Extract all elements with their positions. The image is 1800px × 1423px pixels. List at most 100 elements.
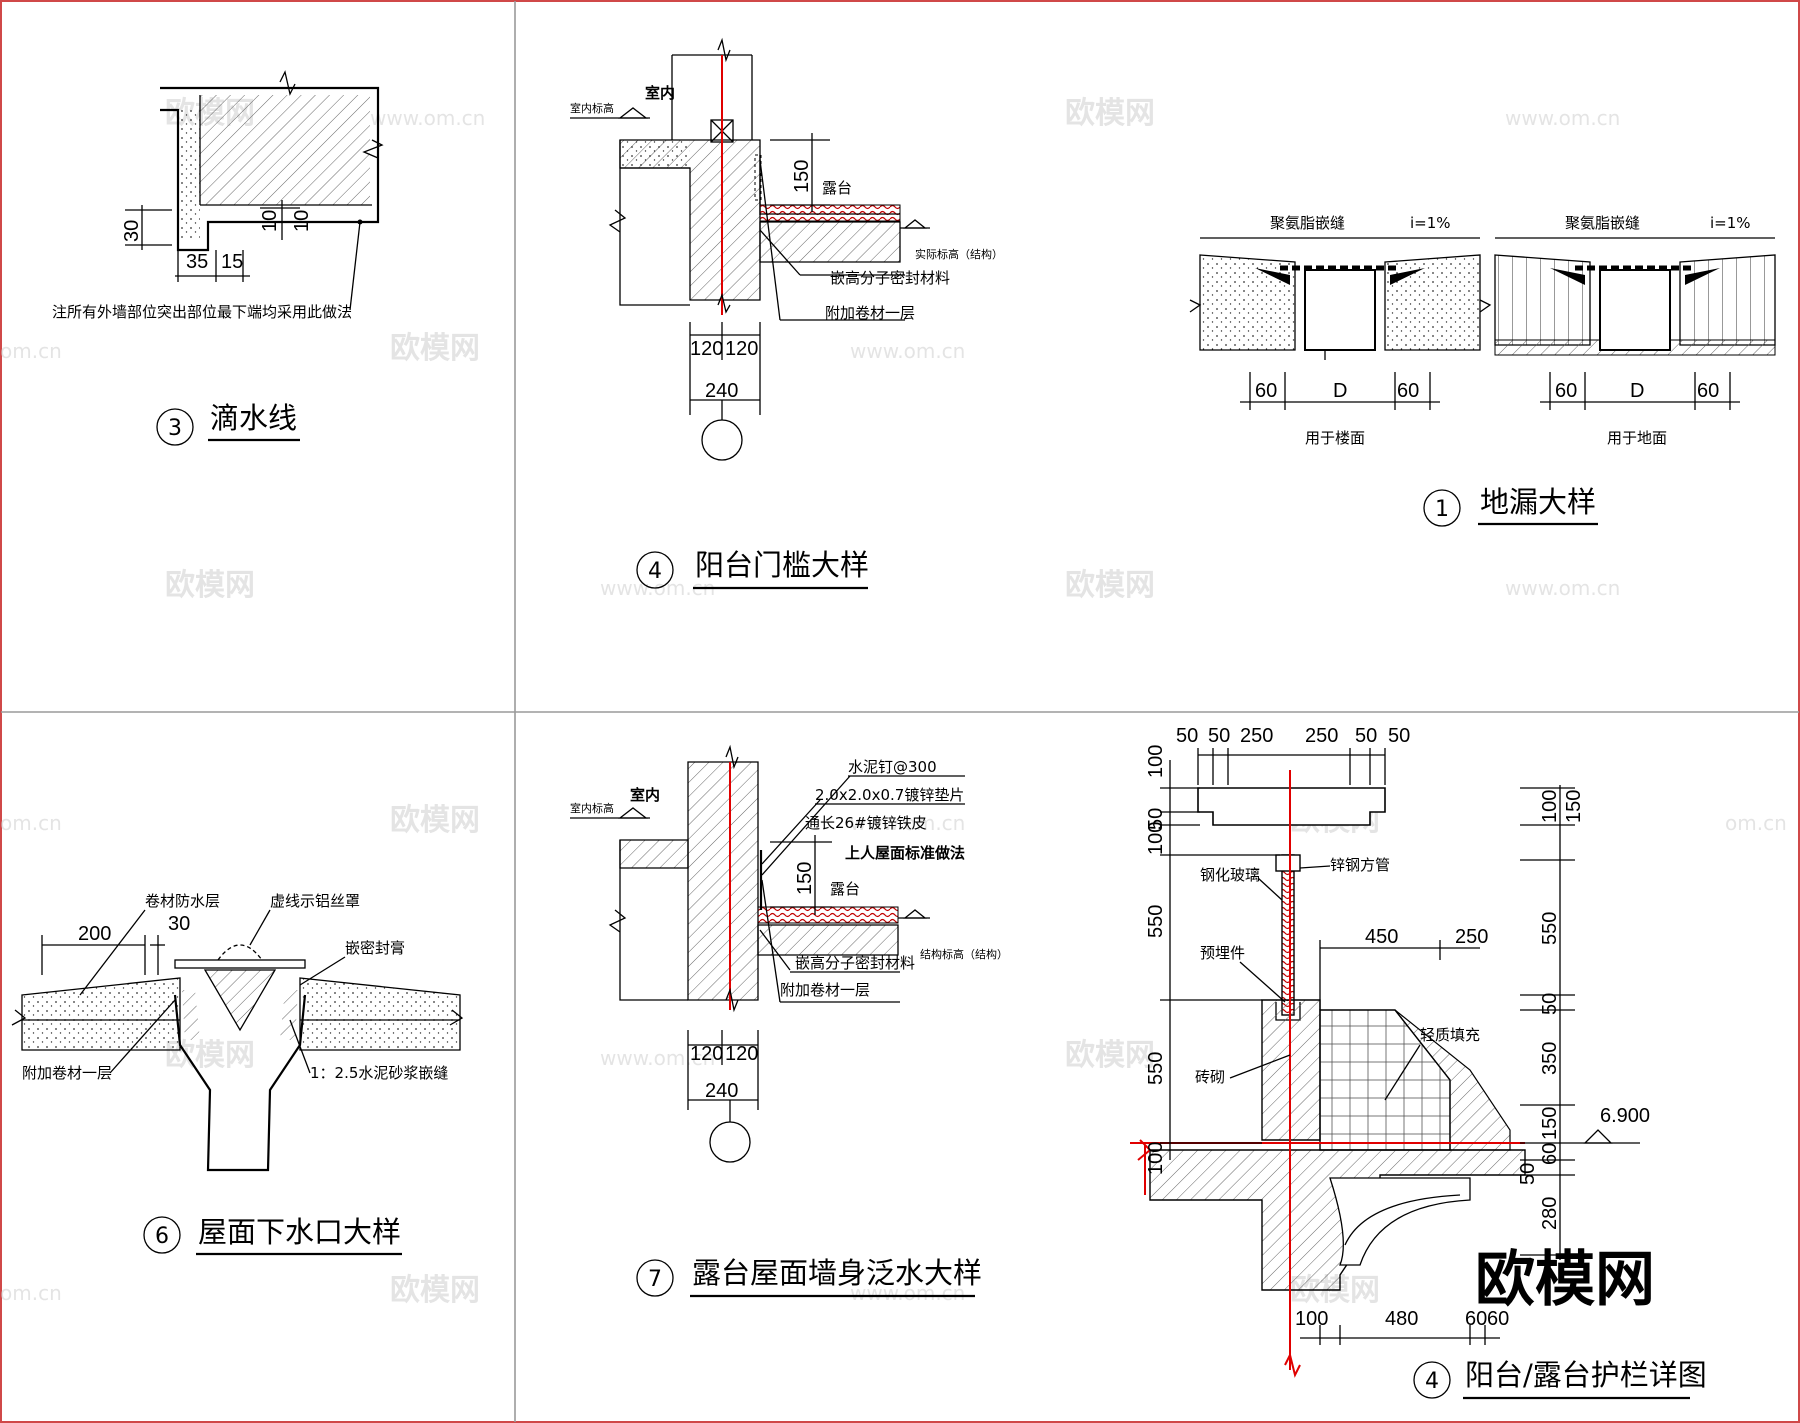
drip-dim-15: 15: [221, 251, 243, 273]
floor-drain-slab-left: 聚氨脂嵌缝 i=1% 60 D 60 用于楼面: [1189, 214, 1492, 447]
svg-text:欧模网: 欧模网: [390, 803, 480, 838]
brand-logo: 欧模网: [1475, 1245, 1655, 1315]
floor-drain-left-D: D: [1333, 380, 1347, 402]
rail-bottom-dim-2: 480: [1385, 1308, 1418, 1330]
drip-note: 注所有外墙部位突出部位最下端均采用此做法: [52, 303, 352, 321]
rail-right-dim-8: 50: [1517, 1163, 1539, 1185]
detail-floor-drain: 聚氨脂嵌缝 i=1% 60 D 60 用于楼面 聚氨脂嵌缝 i=1%: [1189, 214, 1776, 527]
svg-text:om.cn: om.cn: [0, 1281, 62, 1305]
roof-dim-200: 200: [78, 923, 111, 945]
rail-glass-label: 钢化玻璃: [1200, 866, 1260, 884]
drip-dim-10a: 10: [259, 210, 281, 232]
floor-drain-right-D: D: [1630, 380, 1644, 402]
svg-text:www.om.cn: www.om.cn: [1505, 106, 1620, 130]
svg-text:www.om.cn: www.om.cn: [850, 1281, 965, 1305]
svg-text:www.om.cn: www.om.cn: [370, 106, 485, 130]
floor-drain-right-use: 用于地面: [1607, 429, 1667, 447]
flash-dim-150: 150: [794, 862, 816, 895]
rail-right-dim-4: 50: [1539, 993, 1561, 1015]
svg-text:欧模网: 欧模网: [1065, 1038, 1155, 1073]
flash-strip-label: 通长26#镀锌铁皮: [805, 814, 927, 832]
rail-mid-dim-450: 450: [1365, 926, 1398, 948]
floor-drain-right-slope: i=1%: [1710, 214, 1751, 232]
sill-dim-240: 240: [705, 380, 738, 402]
drip-dim-35: 35: [186, 251, 208, 273]
floor-drain-right-d60a: 60: [1555, 380, 1577, 402]
rail-top-dim-3: 250: [1240, 725, 1273, 747]
floor-drain-left-slope: i=1%: [1410, 214, 1451, 232]
svg-text:欧模网: 欧模网: [1065, 568, 1155, 603]
roof-membrane-label: 卷材防水层: [145, 892, 220, 910]
detail-door-sill: 150 露台 室内 室内标高 实际标高（结构） 嵌高分子密封材料 附加卷材一层 …: [570, 37, 1003, 590]
rail-top-dim-2: 50: [1208, 725, 1230, 747]
svg-text:www.om.cn: www.om.cn: [850, 811, 965, 835]
sill-structure-level: 实际标高（结构）: [915, 247, 1003, 261]
flash-indoor-level: 室内标高: [570, 801, 614, 815]
rail-left-dim-1: 100: [1145, 745, 1167, 778]
floor-drain-detail-number-text: 1: [1435, 497, 1449, 522]
sill-title: 阳台门槛大样: [695, 548, 869, 582]
sill-dim-120b: 120: [725, 338, 758, 360]
rail-right-dim-9: 280: [1539, 1197, 1561, 1230]
sill-indoor-level: 室内标高: [570, 101, 614, 115]
rail-left-dim-6: 100: [1145, 1142, 1167, 1175]
floor-drain-left-d60b: 60: [1397, 380, 1419, 402]
svg-text:om.cn: om.cn: [0, 811, 62, 835]
floor-drain-left-d60a: 60: [1255, 380, 1277, 402]
svg-text:欧模网: 欧模网: [390, 1273, 480, 1308]
rail-left-dim-4: 550: [1145, 905, 1167, 938]
flash-indoor-label: 室内: [630, 786, 660, 804]
floor-drain-title: 地漏大样: [1480, 485, 1596, 519]
detail-wall-flashing: 150 露台 室内 室内标高 水泥钉@300 2.0x2.0x0.7镀锌垫片 通…: [570, 744, 1008, 1298]
detail-roof-outlet: 200 30 卷材防水层 虚线示铝丝罩 嵌密封膏 附加卷材一层 1：2.5水泥砂…: [11, 892, 464, 1256]
flash-sealant-label: 嵌高分子密封材料: [795, 954, 915, 972]
sill-detail-number-text: 4: [648, 559, 662, 584]
railing-detail-number: [1413, 1361, 1451, 1399]
roof-mortar-label: 1：2.5水泥砂浆嵌缝: [310, 1064, 448, 1082]
svg-text:om.cn: om.cn: [1725, 811, 1787, 835]
rail-bottom-dim-3: 60: [1465, 1308, 1487, 1330]
sill-sealant-label: 嵌高分子密封材料: [830, 269, 950, 287]
sill-dim-150: 150: [791, 160, 813, 193]
floor-drain-slab-right: 聚氨脂嵌缝 i=1% 60 D 60 用于地面: [1494, 214, 1776, 447]
rail-bottom-dim-4: 60: [1487, 1308, 1509, 1330]
drip-detail-number-text: 3: [168, 416, 182, 441]
rail-brick-label: 砖砌: [1195, 1068, 1225, 1086]
roof-outlet-detail-number-text: 6: [155, 1224, 169, 1249]
sill-membrane-label: 附加卷材一层: [825, 304, 915, 322]
rail-right-dim-6: 150: [1539, 1107, 1561, 1140]
floor-drain-left-use: 用于楼面: [1305, 429, 1365, 447]
svg-text:www.om.cn: www.om.cn: [1505, 576, 1620, 600]
rail-right-dim-5: 350: [1539, 1042, 1561, 1075]
svg-text:欧模网: 欧模网: [165, 568, 255, 603]
sill-dim-120a: 120: [690, 338, 723, 360]
flashing-detail-number-text: 7: [648, 1267, 662, 1292]
sill-terrace-label: 露台: [822, 179, 852, 197]
rail-right-dim-2: 150: [1563, 790, 1585, 823]
flashing-detail-number: [636, 1259, 674, 1297]
flash-struct-level: 结构标高（结构）: [920, 947, 1008, 961]
flash-roof-std-label: 上人屋面标准做法: [845, 844, 965, 862]
floor-drain-right-label: 聚氨脂嵌缝: [1565, 214, 1640, 232]
railing-title: 阳台/露台护栏详图: [1465, 1358, 1707, 1392]
svg-text:www.om.cn: www.om.cn: [600, 1046, 715, 1070]
floor-drain-left-label: 聚氨脂嵌缝: [1270, 214, 1345, 232]
detail-drip-line: 30 10 10 35 15 注所有外墙部位突出部位最下端均采用此做法 3 滴水…: [52, 70, 384, 446]
flash-dim-120a: 120: [690, 1043, 723, 1065]
flash-nail-label: 水泥钉@300: [848, 758, 937, 776]
rail-left-dim-3: 100: [1145, 822, 1167, 855]
sill-detail-number: [636, 551, 674, 589]
railing-detail-number-text: 4: [1425, 1369, 1439, 1394]
rail-top-dim-5: 50: [1355, 725, 1377, 747]
floor-drain-right-d60b: 60: [1697, 380, 1719, 402]
rail-mid-dim-250: 250: [1455, 926, 1488, 948]
flash-extra-label: 附加卷材一层: [780, 981, 870, 999]
rail-bottom-dim-1: 100: [1295, 1308, 1328, 1330]
drip-title: 滴水线: [210, 401, 297, 435]
rail-right-dim-7: 60: [1539, 1143, 1561, 1165]
rail-top-dim-4: 250: [1305, 725, 1338, 747]
rail-left-dim-2: 50: [1145, 808, 1167, 830]
drip-dim-30: 30: [121, 220, 143, 242]
roof-dim-30: 30: [168, 913, 190, 935]
